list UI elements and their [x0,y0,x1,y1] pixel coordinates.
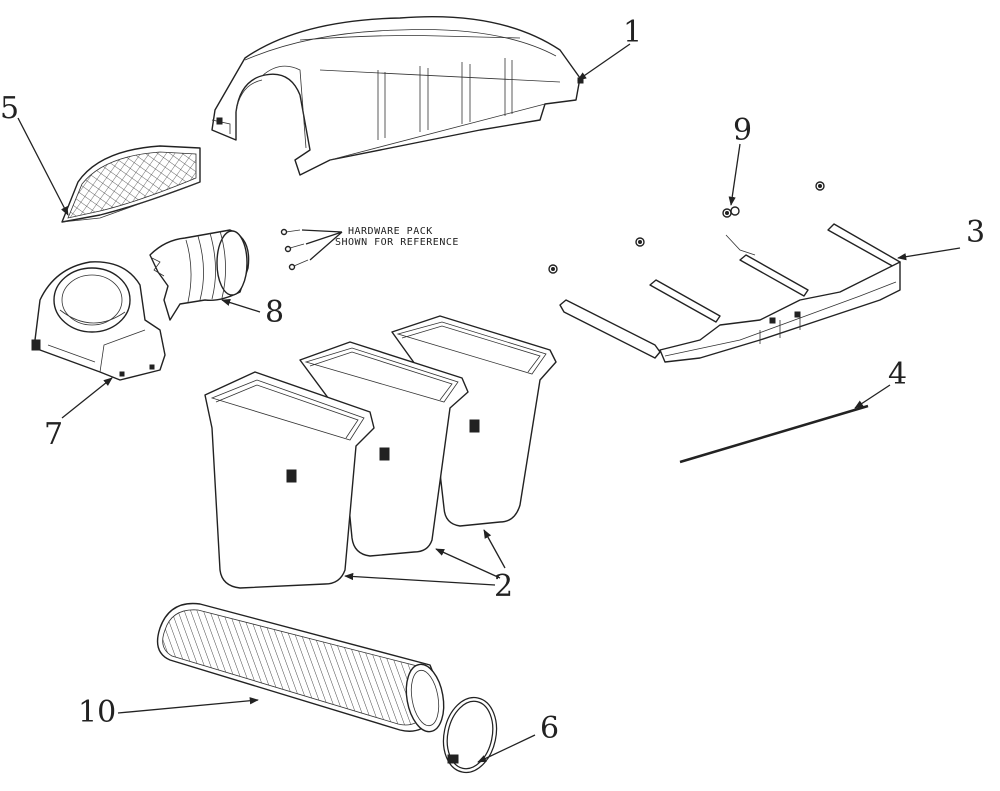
rod-part [679,404,869,464]
callout-2: 2 [494,569,513,604]
bag-left-part [204,371,375,589]
hose-part [156,602,445,733]
mesh-screen-part [61,145,201,223]
hardware-note-line2: SHOWN FOR REFERENCE [335,237,459,248]
callout-9: 9 [733,113,752,148]
callout-4: 4 [888,357,907,392]
top-cover-part [211,15,584,176]
hardware-note-line1: HARDWARE PACK [348,226,433,237]
callout-3: 3 [966,215,985,250]
leader-lines [17,43,961,763]
callout-8: 8 [265,295,284,330]
callout-5: 5 [0,91,19,126]
chute-adapter-part [31,261,166,381]
callout-10: 10 [78,695,116,730]
callout-1: 1 [623,15,642,50]
callout-6: 6 [540,711,559,746]
hardware-pack: HARDWARE PACK SHOWN FOR REFERENCE [280,226,459,271]
nuts-part [548,181,825,274]
bag-frame-part [559,223,901,363]
flex-elbow-part [149,229,250,321]
bag-middle-part [299,341,469,557]
callout-labels: 1 2 3 4 5 6 7 8 9 10 [0,15,985,746]
callout-7: 7 [44,417,63,452]
clamp-part [442,696,498,774]
